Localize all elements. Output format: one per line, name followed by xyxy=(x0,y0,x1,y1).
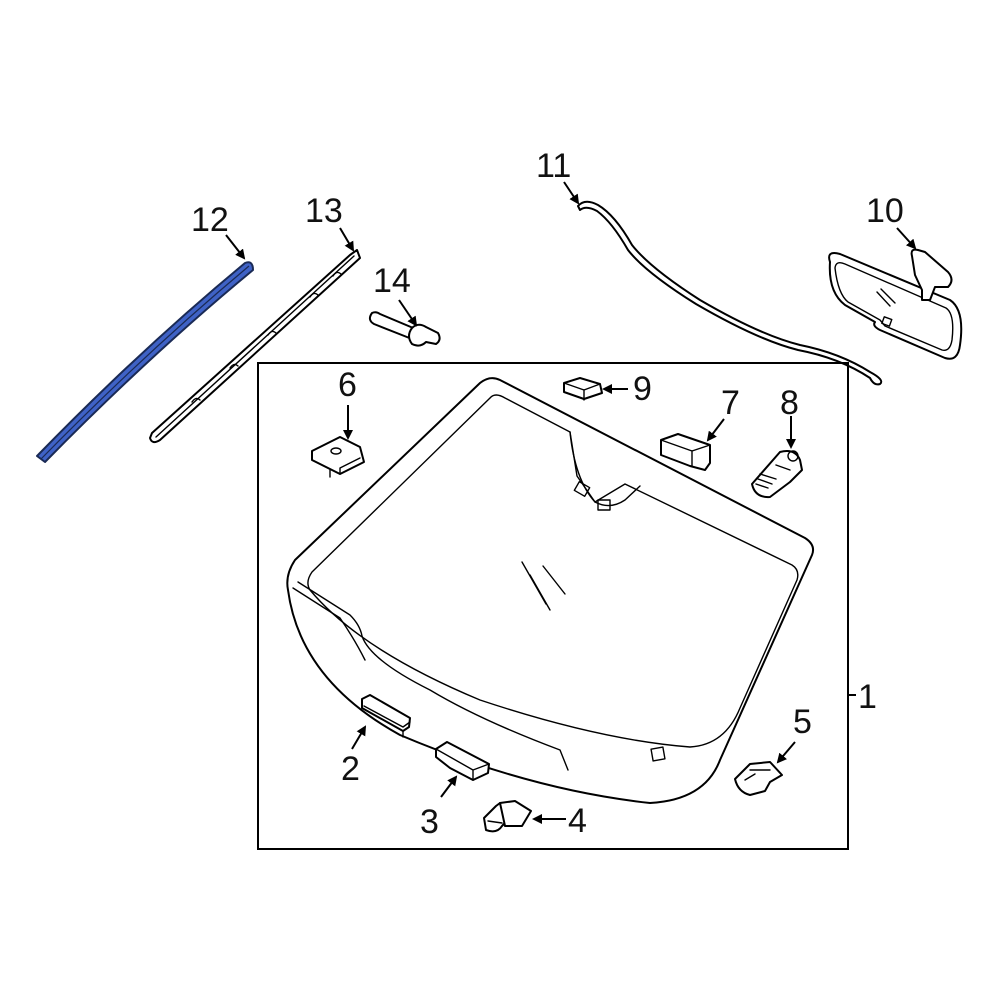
callout-arrows xyxy=(225,181,917,824)
callout-7: 7 xyxy=(721,384,740,422)
spacer-block-part-2[interactable] xyxy=(361,694,411,738)
side-clip-part-5[interactable] xyxy=(734,761,783,796)
side-molding-part-12[interactable] xyxy=(36,261,254,463)
sensor-bracket-part-8[interactable] xyxy=(751,450,803,499)
callout-12: 12 xyxy=(191,201,229,239)
callout-10: 10 xyxy=(866,192,904,230)
callout-13: 13 xyxy=(305,192,343,230)
callout-9: 9 xyxy=(633,370,652,408)
callout-labels: 12 13 14 11 10 6 9 7 8 1 5 2 3 4 xyxy=(191,147,904,841)
assembly-group-box xyxy=(257,362,856,850)
upper-bracket-part-6[interactable] xyxy=(311,436,365,478)
callout-11: 11 xyxy=(536,147,571,185)
lower-clip-part-4[interactable] xyxy=(483,800,532,833)
callout-6: 6 xyxy=(338,366,357,404)
pad-part-9[interactable] xyxy=(563,377,603,401)
windshield-part-1[interactable] xyxy=(286,377,815,804)
support-block-part-3[interactable] xyxy=(435,741,490,781)
callout-4: 4 xyxy=(568,802,587,840)
callout-8: 8 xyxy=(780,384,799,422)
rear-view-mirror-part-10[interactable] xyxy=(828,248,963,360)
sensor-cover-part-7[interactable] xyxy=(660,433,711,471)
callout-2: 2 xyxy=(341,750,360,788)
callout-5: 5 xyxy=(793,703,812,741)
callout-3: 3 xyxy=(420,803,439,841)
callout-14: 14 xyxy=(373,262,411,300)
upper-molding-part-11[interactable] xyxy=(577,200,883,386)
pin-clip-part-14[interactable] xyxy=(368,311,441,347)
side-retainer-part-13[interactable] xyxy=(149,249,361,444)
callout-1: 1 xyxy=(858,678,877,716)
